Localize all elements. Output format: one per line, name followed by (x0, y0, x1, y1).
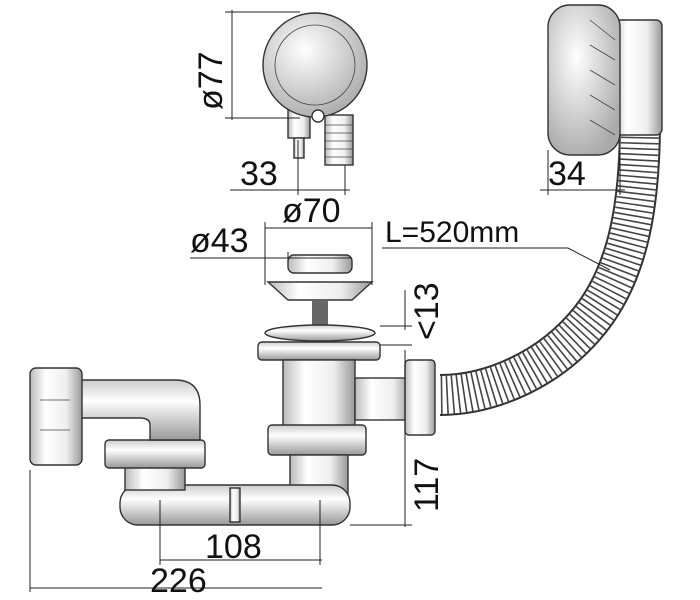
dim-flange-thickness: <13 (408, 282, 446, 340)
overflow-unit-front (262, 12, 368, 166)
drain-assembly (257, 254, 436, 498)
dim-trap-height: 117 (408, 458, 446, 512)
dim-overall-length: 226 (150, 562, 207, 600)
dim-plug-flange-diameter: ø70 (282, 192, 341, 230)
dim-plug-diameter: ø43 (190, 222, 249, 260)
dim-overflow-offset: 33 (240, 155, 278, 193)
trap-outlet (29, 367, 351, 526)
dim-hose-length: L=520mm (385, 216, 519, 249)
dimension-lines (29, 10, 625, 592)
dim-overflow-depth: 34 (548, 155, 586, 193)
flexible-hose (439, 119, 661, 416)
dim-overflow-diameter: ø77 (192, 51, 230, 110)
overflow-unit-side (547, 4, 663, 156)
dim-outlet-offset: 108 (205, 528, 262, 566)
